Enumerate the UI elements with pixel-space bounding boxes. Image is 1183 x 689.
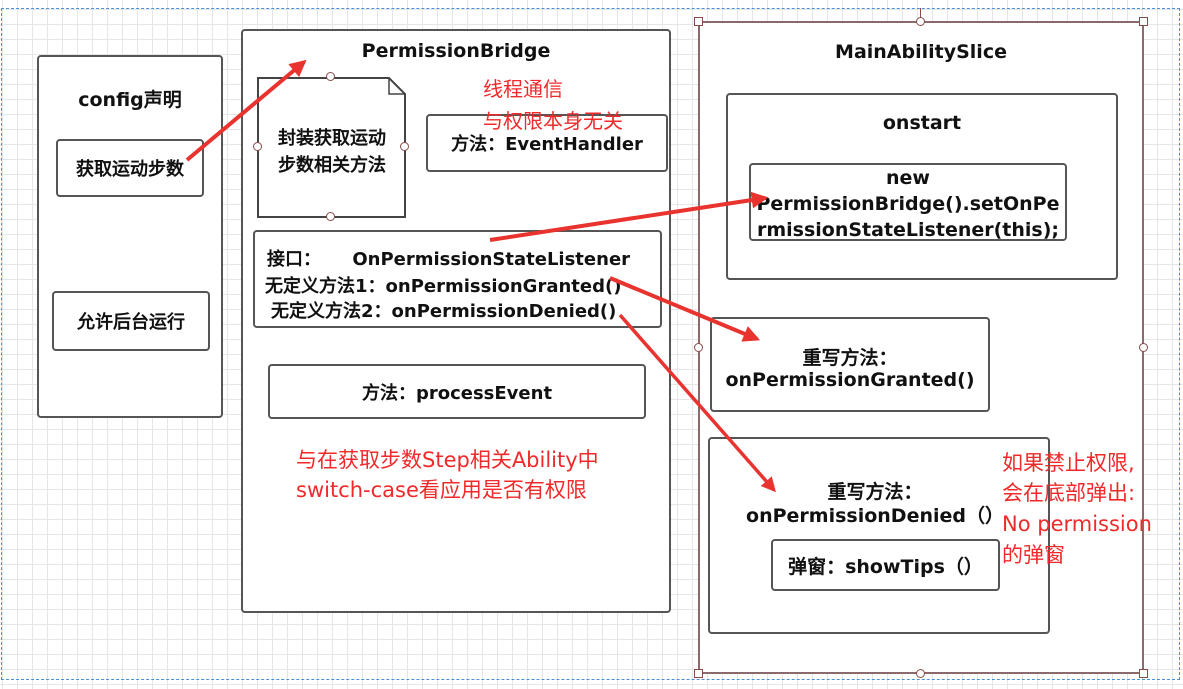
- doc-handle-right[interactable]: [400, 142, 409, 151]
- doc-shape-text-line1: 封装获取运动: [278, 128, 386, 149]
- interface-line-1: 接口： OnPermissionStateListener: [267, 249, 631, 270]
- selection-handle-top-mid[interactable]: [916, 17, 925, 26]
- listener-interface-box[interactable]: 接口： OnPermissionStateListener 无定义方法1：onP…: [253, 230, 662, 328]
- selection-handle-mid-left[interactable]: [694, 343, 703, 352]
- selection-handle-bottom-mid[interactable]: [916, 669, 925, 678]
- new-bridge-box[interactable]: new PermissionBridge().setOnPe rmissionS…: [749, 163, 1067, 241]
- permission-bridge-title: PermissionBridge: [361, 40, 551, 62]
- selection-handle-bottom-right[interactable]: [1139, 669, 1148, 678]
- doc-handle-left[interactable]: [253, 142, 262, 151]
- show-tips-box[interactable]: 弹窗：showTips（）: [771, 539, 1000, 591]
- on-permission-denied-box[interactable]: 重写方法： onPermissionDenied（）: [708, 437, 1050, 634]
- selection-handle-mid-right[interactable]: [1139, 343, 1148, 352]
- new-bridge-line3: rmissionStateListener(this);: [756, 219, 1060, 241]
- note-denied-line4: 的弹窗: [1002, 543, 1065, 567]
- selection-handle-bottom-left[interactable]: [694, 669, 703, 678]
- process-event-box[interactable]: 方法：processEvent: [268, 364, 646, 419]
- config-item-step-count-label: 获取运动步数: [76, 159, 184, 180]
- new-bridge-line2: PermissionBridge().setOnPe: [756, 193, 1060, 215]
- show-tips-label: 弹窗：showTips（）: [788, 555, 983, 578]
- note-switch-line2: switch-case看应用是否有权限: [296, 478, 587, 502]
- config-item-background-run-label: 允许后台运行: [77, 312, 185, 333]
- process-event-label: 方法：processEvent: [361, 382, 553, 404]
- on-permission-granted-box[interactable]: 重写方法： onPermissionGranted(): [710, 317, 990, 412]
- event-handler-label: 方法：EventHandler: [451, 134, 643, 155]
- doc-handle-bottom[interactable]: [326, 212, 335, 221]
- denied-line1: 重写方法：: [827, 481, 923, 503]
- granted-line1: 重写方法：: [802, 347, 898, 369]
- event-handler-box[interactable]: 方法：EventHandler: [426, 114, 668, 172]
- onstart-box[interactable]: onstart: [726, 93, 1118, 280]
- onstart-title: onstart: [882, 112, 962, 134]
- interface-line-3: 无定义方法2：onPermissionDenied(): [271, 301, 617, 322]
- selection-handle-top-right[interactable]: [1139, 17, 1148, 26]
- note-thread-line2: 与权限本身无关: [483, 109, 623, 133]
- config-panel-title: config声明: [78, 89, 182, 111]
- config-panel[interactable]: config声明 获取运动步数 允许后台运行: [37, 55, 223, 418]
- interface-line-2: 无定义方法1：onPermissionGranted(): [265, 276, 622, 297]
- note-denied-line3: No permission: [1002, 512, 1152, 536]
- config-item-step-count[interactable]: 获取运动步数: [56, 139, 204, 197]
- note-denied-line2: 会在底部弹出:: [1002, 481, 1136, 505]
- selection-handle-top-left[interactable]: [694, 17, 703, 26]
- canvas-selection-frame: [1, 8, 1180, 680]
- note-switch-line1: 与在获取步数Step相关Ability中: [296, 448, 599, 472]
- config-item-background-run[interactable]: 允许后台运行: [52, 291, 210, 351]
- doc-shape-text-line2: 步数相关方法: [278, 155, 386, 176]
- rotate-handle-stem: [920, 8, 921, 18]
- doc-handle-top[interactable]: [326, 72, 335, 81]
- note-denied-line1: 如果禁止权限,: [1002, 451, 1135, 475]
- denied-line2: onPermissionDenied（）: [746, 505, 1004, 527]
- main-ability-slice-title: MainAbilitySlice: [835, 41, 1007, 63]
- granted-line2: onPermissionGranted(): [725, 369, 975, 391]
- note-thread-line1: 线程通信: [483, 77, 563, 101]
- new-bridge-line1: new: [886, 167, 930, 189]
